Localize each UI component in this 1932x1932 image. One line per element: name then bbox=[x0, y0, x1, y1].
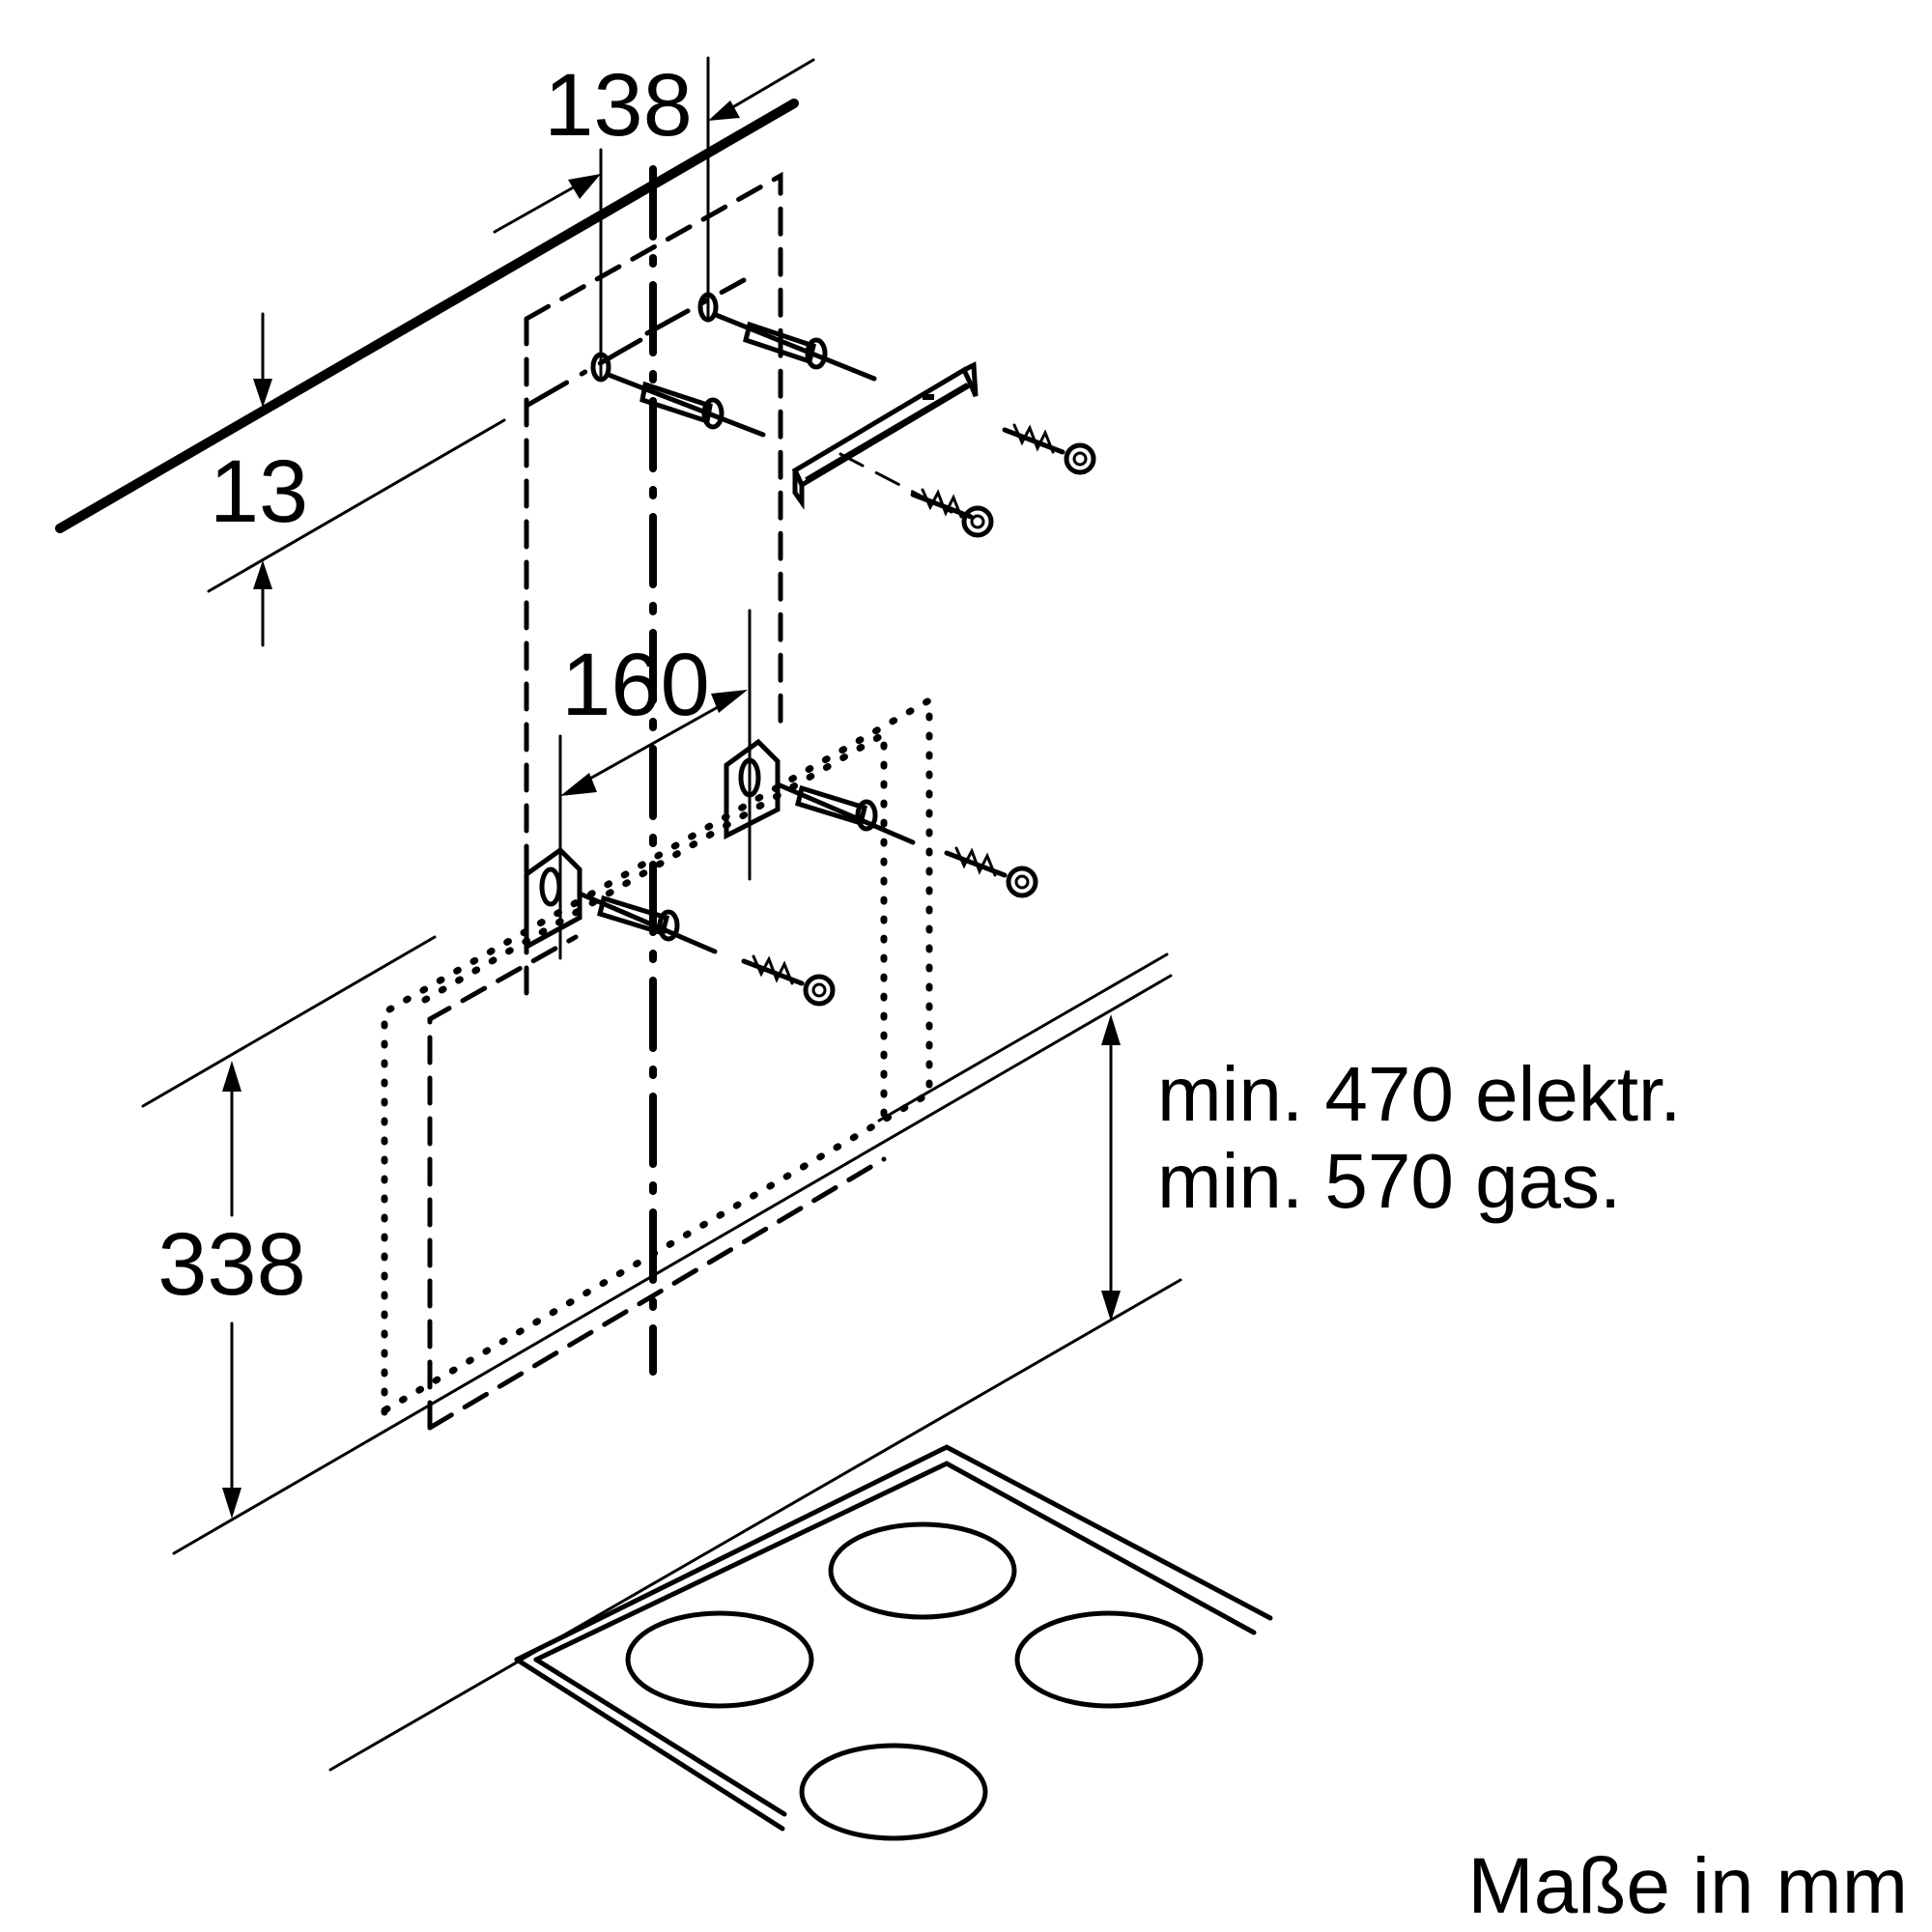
wall-plug-icon bbox=[743, 321, 828, 370]
burner-icon bbox=[828, 1521, 1017, 1620]
dimension-160-label: 160 bbox=[561, 636, 710, 734]
wall-bracket-right bbox=[724, 738, 781, 840]
wall-plug-icon bbox=[794, 784, 878, 832]
hood-top-line bbox=[141, 935, 437, 1108]
burner-icon bbox=[625, 1610, 814, 1709]
units-label: Maße in mm bbox=[1467, 1842, 1908, 1930]
dimension-138-label: 138 bbox=[544, 56, 693, 155]
screw-icon bbox=[741, 954, 836, 1007]
min-height-electric-label: min. 470 elektr. bbox=[1157, 1051, 1682, 1137]
min-height-gas-label: min. 570 gas. bbox=[1157, 1138, 1621, 1224]
mounting-bracket bbox=[791, 361, 979, 510]
dimension-338: 338 bbox=[157, 1061, 306, 1519]
wall-plug-icon bbox=[596, 895, 680, 942]
upper-mounting-hardware bbox=[590, 292, 1096, 538]
hood-right-line bbox=[877, 952, 1169, 1122]
hood-bottom-line bbox=[172, 974, 1173, 1555]
screw-icon bbox=[944, 846, 1038, 898]
screw-icon bbox=[1002, 423, 1096, 475]
dimension-min-height: min. 470 elektr. min. 570 gas. bbox=[1101, 1014, 1682, 1321]
ceiling-line bbox=[55, 99, 799, 533]
screw-icon bbox=[910, 488, 994, 538]
wall-bracket-left bbox=[524, 846, 582, 952]
upper-chimney-outline bbox=[524, 171, 783, 998]
burner-icon bbox=[799, 1743, 988, 1841]
dimension-13-label: 13 bbox=[210, 442, 308, 541]
dimension-13: 13 bbox=[207, 312, 506, 647]
cooktop bbox=[514, 1444, 1273, 1841]
burner-icon bbox=[1014, 1610, 1204, 1709]
wall-plug-icon bbox=[639, 381, 724, 430]
lower-mounting-hardware bbox=[524, 738, 1038, 1007]
dimension-138: 138 bbox=[493, 56, 815, 381]
dimension-338-label: 338 bbox=[157, 1215, 306, 1314]
hob-top-line bbox=[328, 1278, 1182, 1772]
